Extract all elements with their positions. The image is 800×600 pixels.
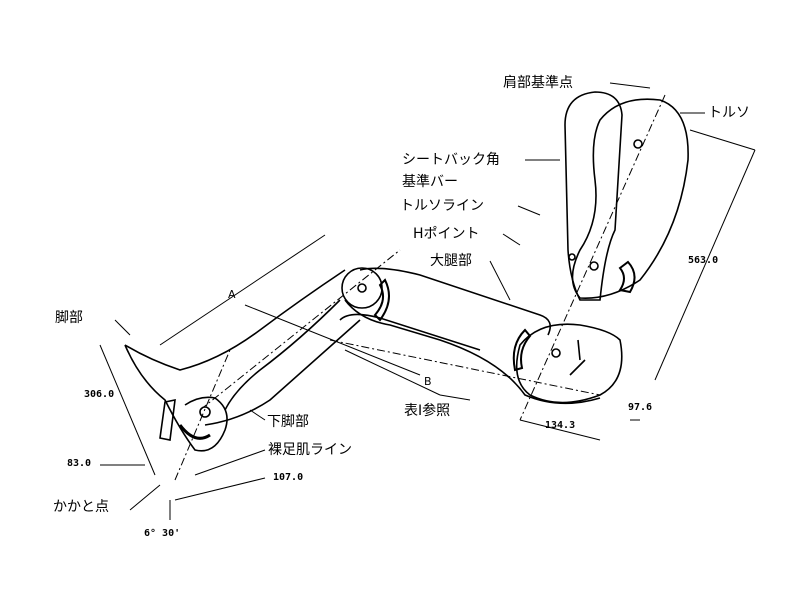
dimension-97-value: 97.6 [628, 402, 653, 413]
dimension-134-value: 134.3 [545, 420, 576, 431]
torso-pad [618, 260, 636, 294]
shoulder-reference-point-label: 肩部基準点 [503, 75, 573, 91]
lower-leg-shape [124, 269, 361, 426]
torso-line-label: トルソライン [400, 198, 484, 214]
h-point-label: Hポイント [413, 226, 480, 242]
torso-line [519, 94, 666, 421]
torso-pivot-2 [568, 253, 576, 261]
heel-bracket [159, 398, 176, 441]
dimension-b-label: B [424, 375, 432, 388]
see-table-label: 表Ⅰ参照 [404, 403, 451, 419]
torso-shape [571, 98, 689, 299]
ankle-joint [199, 406, 211, 418]
h-point-handle [569, 339, 586, 376]
foot-shape [124, 344, 228, 452]
dimension-306-value: 306.0 [84, 389, 115, 400]
h-point-marker [551, 348, 561, 358]
hip-pad [512, 328, 532, 372]
torso-length-value: 563.0 [688, 255, 719, 266]
thigh-underside [339, 313, 481, 351]
heel-pad [178, 424, 211, 440]
bare-foot-line-label: 裸足肌ライン [268, 442, 352, 458]
thigh-label: 大腿部 [430, 253, 472, 269]
lower-leg-label: 下脚部 [267, 414, 309, 430]
dimension-lines [99, 82, 756, 520]
reference-lines [174, 94, 666, 481]
dimension-83-value: 83.0 [67, 458, 92, 469]
torso-pivot [589, 261, 599, 271]
thigh-shape [344, 267, 601, 405]
knee-joint [341, 267, 383, 309]
heel-point-label: かかと点 [53, 499, 109, 515]
seatback-angle-bar-label-1: シートバック角 [402, 152, 500, 168]
pelvis-shape [515, 323, 623, 404]
dimension-107-value: 107.0 [273, 472, 304, 483]
knee-pivot [357, 283, 367, 293]
torso-label: トルソ [708, 105, 750, 121]
knee-pad [373, 278, 390, 322]
leg-label: 脚部 [55, 310, 83, 326]
dimension-a-label: A [228, 288, 236, 301]
seatback-angle-bar-label-2: 基準バー [402, 174, 458, 190]
angle-value: 6° 30' [144, 528, 181, 539]
shoulder-pivot [633, 139, 643, 149]
